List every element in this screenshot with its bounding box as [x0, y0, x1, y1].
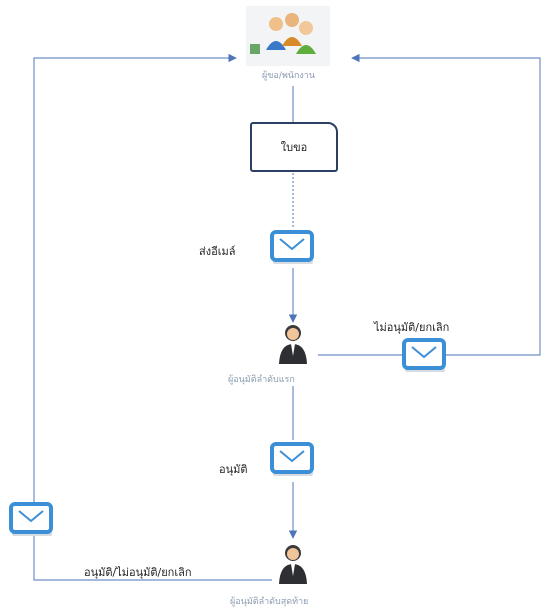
email-icon: [269, 228, 317, 272]
line-reject-return: [318, 53, 541, 356]
send-email-label: ส่งอีเมล์: [199, 245, 236, 258]
final-decision-label: อนุมัติ/ไม่อนุมัติ/ยกเลิก: [84, 566, 192, 579]
people-group-icon: [246, 6, 330, 66]
business-person-icon: [276, 542, 310, 590]
approve-label: อนุมัติ: [219, 463, 248, 476]
email-icon: [8, 500, 56, 544]
document-box: ใบขอ: [250, 122, 338, 172]
requester-caption: ผู้ขอ/พนักงาน: [262, 71, 315, 81]
email-icon: [269, 440, 317, 484]
reject-cancel-label: ไม่อนุมัติ/ยกเลิก: [374, 321, 450, 334]
final-approver-caption: ผู้อนุมัติลำดับสุดท้าย: [230, 597, 309, 607]
first-approver-caption: ผู้อนุมัติลำดับแรก: [228, 375, 295, 385]
line-final-return: [33, 53, 272, 581]
document-label: ใบขอ: [280, 141, 308, 154]
email-icon: [401, 336, 449, 380]
business-person-icon: [276, 322, 310, 370]
